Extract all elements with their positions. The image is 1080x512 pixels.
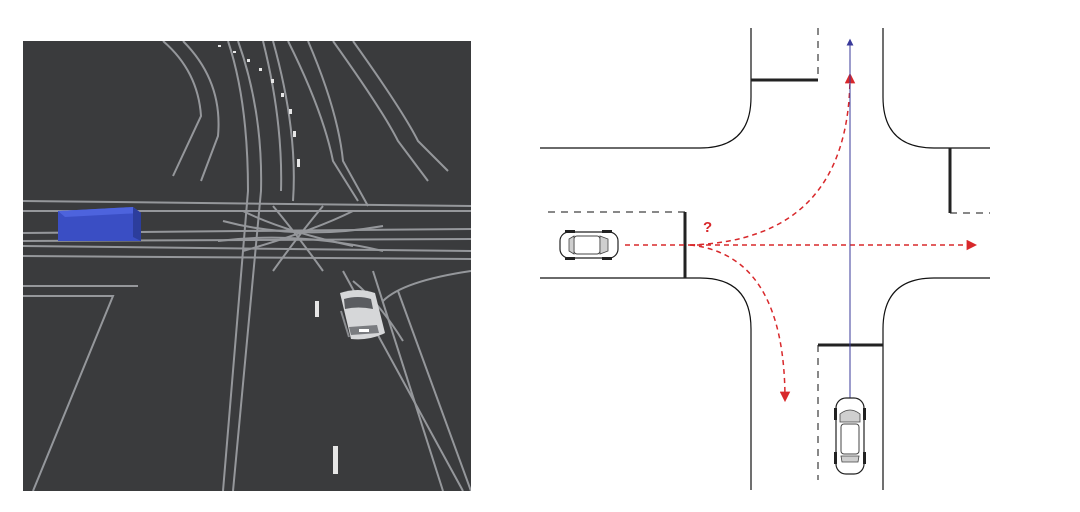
road-surface: [23, 41, 471, 491]
road-edge-bottom-right: [882, 277, 990, 490]
blue-vehicle-box: [58, 207, 141, 241]
other-car-topdown: [834, 397, 866, 475]
dashed-center-line: [218, 45, 338, 474]
road-edge-top-left: [540, 28, 752, 149]
stop-lines: [683, 78, 952, 347]
ego-car-topdown: [559, 230, 619, 260]
road-edge-top-right: [882, 28, 990, 149]
lane-dividers: [548, 28, 990, 480]
uncertainty-label: ?: [703, 219, 712, 236]
simulation-view-panel: [23, 41, 471, 491]
path-left-turn: [689, 72, 856, 246]
road-edge-bottom-left: [540, 277, 752, 490]
intersection-diagram-panel: ?: [540, 28, 990, 490]
path-right-turn: [689, 244, 791, 403]
road-edges: [540, 28, 990, 490]
ego-car-3d: [340, 290, 385, 340]
ego-candidate-paths: [625, 72, 978, 403]
